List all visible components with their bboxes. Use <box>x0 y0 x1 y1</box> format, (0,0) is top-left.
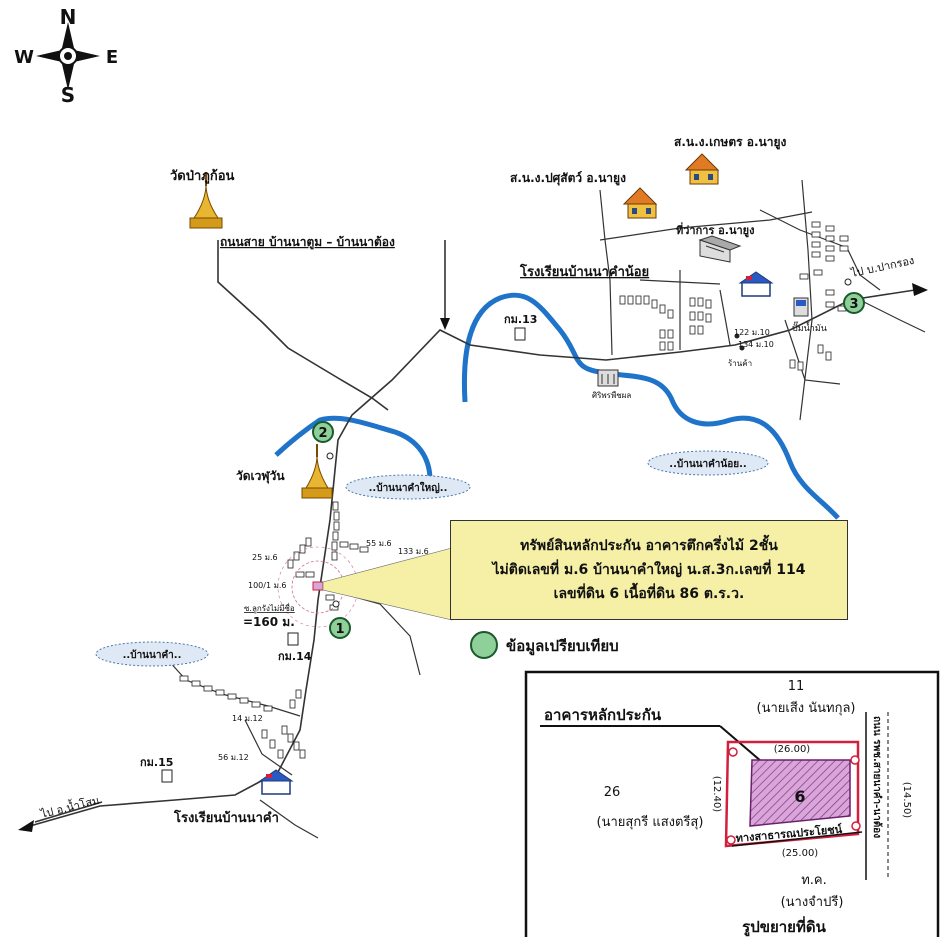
annotation-line-3: เลขที่ดิน 6 เนื้อที่ดิน 86 ต.ร.ว. <box>553 586 745 602</box>
marker-number: 3 <box>849 297 858 312</box>
arrow-to-nam-som-icon <box>18 820 34 832</box>
label-to-pak-krang: ไป บ.ปากรอง <box>849 254 915 280</box>
school-icon <box>738 271 774 297</box>
village-houses-na-kham-noi <box>619 221 849 371</box>
inset-south-owner: (นางจำปรี) <box>781 894 844 910</box>
gas-station-icon <box>793 297 809 317</box>
inset-west-number: 26 <box>604 785 621 800</box>
collateral-annotation-box: ทรัพย์สินหลักประกัน อาคารตึกครึ่งไม้ 2ชั… <box>450 520 848 620</box>
village-houses-na-kham <box>179 675 306 759</box>
label-house-56: 56 ม.12 <box>218 753 249 762</box>
river-west <box>274 415 433 481</box>
inset-bottom-dim: (25.00) <box>782 848 819 859</box>
inset-south-code: ท.ค. <box>801 873 827 888</box>
land-inset: 11 (นายเสีง นันทกุล) อาคารหลักประกัน 26 … <box>524 670 940 937</box>
compass-east-label: E <box>106 47 118 68</box>
label-village-na-kham-yai: ..บ้านนาคำใหญ่.. <box>369 481 448 494</box>
inset-caption: รูปขยายที่ดิน <box>742 916 826 937</box>
marker-number: 1 <box>335 622 344 637</box>
point-dot <box>734 333 740 339</box>
label-house-133: 133 ม.6 <box>398 547 429 556</box>
label-soi: ซ.ลูกรังไม่มีชื่อ <box>244 602 295 614</box>
inset-left-dim: (12.40) <box>711 776 722 813</box>
temple-icon <box>301 444 333 499</box>
village-oval <box>95 641 209 667</box>
inset-west-owner: (นายสุกรี แสงตรีสุ) <box>597 814 704 830</box>
legend-comparison-label: ข้อมูลเปรียบเทียบ <box>506 637 619 656</box>
village-oval <box>345 474 471 500</box>
school-icon <box>258 769 294 795</box>
label-km13: กม.13 <box>504 313 537 326</box>
annotation-line-1: ทรัพย์สินหลักประกัน อาคารตึกครึ่งไม้ 2ชั… <box>520 538 778 554</box>
inset-parcel-number: 6 <box>794 787 805 806</box>
building-icon <box>684 153 720 185</box>
point-dot <box>739 345 745 351</box>
label-siriporn: ศิริพรพืชผล <box>592 391 631 400</box>
label-agri-office: ส.น.ง.เกษตร อ.นายูง <box>674 135 786 150</box>
village-houses-na-kham-yai <box>287 501 369 611</box>
label-house-55: 55 ม.6 <box>366 539 392 548</box>
arrow-to-pak-krang-icon <box>912 283 928 296</box>
km-post-icon <box>514 327 526 341</box>
point-dot <box>326 452 334 460</box>
village-oval <box>647 450 769 476</box>
label-road-name: ถนนสาย บ้านนาตูม – บ้านนาต้อง <box>220 235 395 250</box>
label-house-122: 122 ม.10 <box>734 328 770 337</box>
legend-marker-icon <box>470 631 498 659</box>
label-house-25: 25 ม.6 <box>252 553 278 562</box>
label-gas-station: ปั๊มน้ำมัน <box>792 321 827 334</box>
inset-title: อาคารหลักประกัน <box>544 706 662 724</box>
label-house-14: 14 ม.12 <box>232 714 263 723</box>
inset-north-owner: (นายเสีง นันทกุล) <box>757 700 856 716</box>
label-district-office: ที่ว่าการ อ.นายูง <box>676 222 754 238</box>
property-location-icon <box>312 581 324 591</box>
label-village-na-kham: ..บ้านนาคำ.. <box>123 649 182 661</box>
compass-north-label: N <box>60 5 77 29</box>
inset-road-east: ถนน รพช.สายนาคำ-นาต้อง <box>871 716 883 838</box>
label-village-na-kham-noi: ..บ้านนาคำน้อย.. <box>669 458 746 470</box>
compass-south-label: S <box>61 83 75 107</box>
marker-number: 2 <box>318 426 327 441</box>
annotation-pointer <box>322 547 453 621</box>
inset-north-number: 11 <box>788 679 805 694</box>
comparison-marker-1: 1 <box>329 617 351 639</box>
km-post-icon <box>161 769 173 783</box>
label-house-134: 134 ม.10 <box>738 340 774 349</box>
comparison-marker-3: 3 <box>843 292 865 314</box>
label-km14: กม.14 <box>278 650 312 663</box>
km-post-icon <box>287 632 299 646</box>
building-icon <box>622 187 658 219</box>
comparison-marker-2: 2 <box>312 421 334 443</box>
inset-top-dim: (26.00) <box>774 744 811 755</box>
label-km15: กม.15 <box>140 756 173 769</box>
label-house-100-1: 100/1 ม.6 <box>248 581 287 590</box>
point-dot <box>844 278 852 286</box>
arrow-road-pointer-icon <box>440 318 450 330</box>
inset-right-dim: (14.50) <box>901 782 912 819</box>
river-main <box>461 292 840 520</box>
label-wat-pa-phu-kon: วัดป่าภูก้อน <box>170 168 235 184</box>
label-distance: =160 ม. <box>243 615 295 629</box>
compass-rose-icon <box>36 22 100 90</box>
label-wat-wehuwan: วัดเวฬุวัน <box>236 469 285 484</box>
compass-west-label: W <box>14 47 34 68</box>
label-livestock-office: ส.น.ง.ปศุสัตว์ อ.นายูง <box>510 171 626 186</box>
temple-icon <box>189 172 223 229</box>
label-shop: ร้านค้า <box>728 359 752 368</box>
label-to-nam-som: ไป อ.น้ำโสม <box>38 792 101 821</box>
government-building-icon <box>698 235 742 263</box>
label-school-na-kham-noi: โรงเรียนบ้านนาคำน้อย <box>519 263 649 280</box>
annotation-line-2: ไม่ติดเลขที่ ม.6 บ้านนาคำใหญ่ น.ส.3ก.เลข… <box>492 562 806 578</box>
shop-building-icon <box>597 369 619 387</box>
point-dot <box>332 600 340 608</box>
label-school-na-kham: โรงเรียนบ้านนาคำ <box>173 809 279 826</box>
